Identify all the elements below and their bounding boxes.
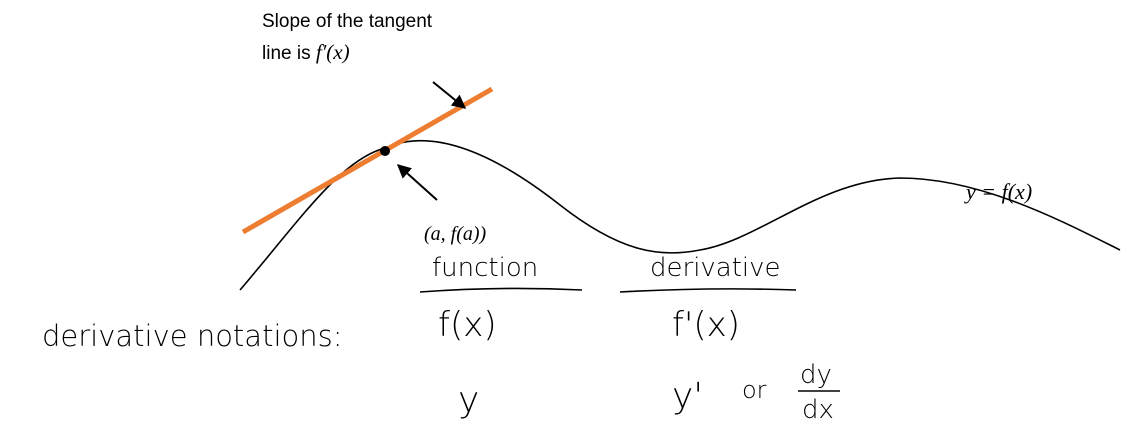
- function-curve: [239, 139, 1121, 291]
- derivative-alt: y': [672, 376, 703, 417]
- slope-label-prefix: line is: [262, 43, 316, 64]
- tangent-point: [380, 146, 390, 156]
- point-label: (a, f(a)): [424, 223, 487, 245]
- derivative-primary: f'(x): [672, 305, 740, 345]
- point-arrow: [396, 164, 438, 201]
- slope-label-expr: f′(x): [316, 40, 350, 64]
- slope-label-line1: Slope of the tangent: [262, 11, 433, 32]
- slope-label-line2: line is f′(x): [262, 40, 350, 64]
- notation-row-label: derivative notations:: [42, 319, 343, 353]
- or-word: or: [742, 376, 767, 404]
- function-primary: f(x): [438, 305, 497, 345]
- tangent-line: [241, 86, 494, 235]
- leibniz-numerator: dy: [800, 360, 832, 390]
- curve-label: y = f(x): [964, 179, 1032, 204]
- function-header: function: [432, 253, 538, 283]
- derivative-header: derivative: [650, 253, 781, 283]
- function-alt: y: [458, 380, 479, 421]
- slope-arrow: [432, 81, 467, 109]
- function-header-underline: [419, 287, 583, 293]
- leibniz-denominator: dx: [802, 395, 834, 425]
- derivative-header-underline: [619, 288, 797, 293]
